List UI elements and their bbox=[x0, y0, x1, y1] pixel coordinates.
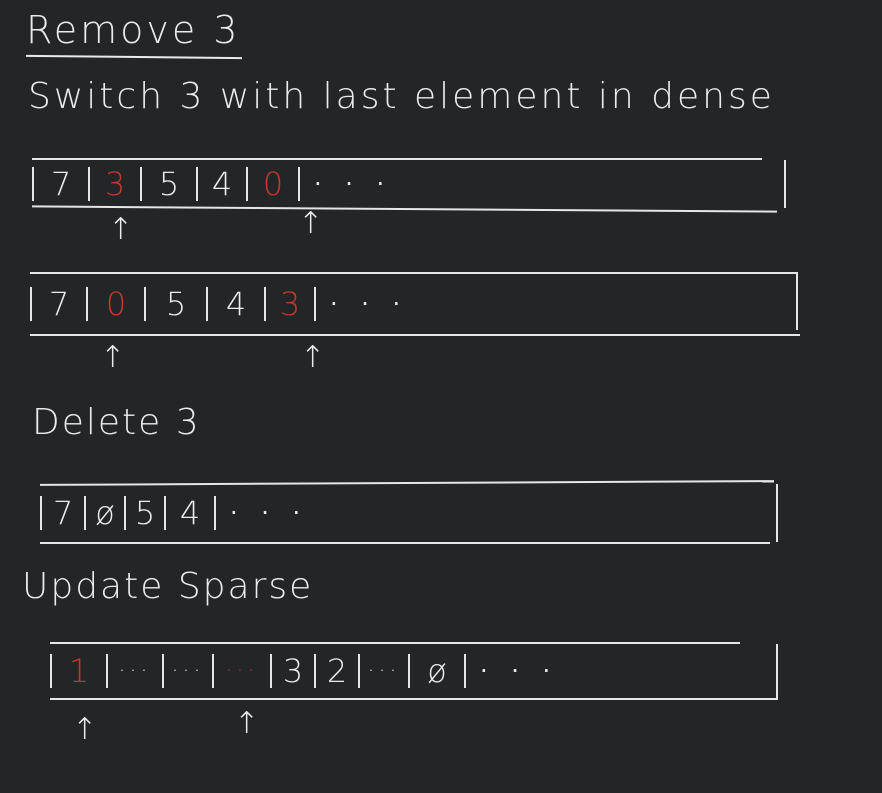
title-underline bbox=[25, 54, 243, 60]
title: Remove 3 bbox=[26, 8, 241, 52]
ellipsis: · · · bbox=[480, 657, 559, 685]
array-cell: 7 bbox=[32, 165, 88, 203]
cell-separator bbox=[314, 287, 316, 321]
array-cell: 3 bbox=[88, 165, 140, 203]
array-cell: ø bbox=[84, 494, 124, 532]
subtitle: Switch 3 with last element in dense bbox=[28, 76, 775, 117]
arrow-icon: ↑ bbox=[300, 340, 326, 375]
cell-separator bbox=[214, 496, 216, 530]
arrow-icon: ↑ bbox=[72, 712, 98, 747]
ellipsis: · · · bbox=[330, 290, 409, 318]
array-cell: 0 bbox=[86, 285, 144, 323]
arrow-icon: ↑ bbox=[298, 206, 324, 241]
array-cell: ··· bbox=[162, 654, 212, 688]
array-cell: 0 bbox=[246, 165, 298, 203]
array-cell: 4 bbox=[206, 285, 264, 323]
array-cell: ··· bbox=[358, 654, 408, 688]
arrow-icon: ↑ bbox=[234, 706, 260, 741]
array-cell: 5 bbox=[140, 165, 196, 203]
array-cell: 2 bbox=[314, 652, 358, 690]
array-cell: 7 bbox=[30, 285, 86, 323]
array-cell: 4 bbox=[196, 165, 246, 203]
arrow-icon: ↑ bbox=[108, 212, 134, 247]
update-label: Update Sparse bbox=[22, 566, 314, 607]
delete-label: Delete 3 bbox=[32, 402, 201, 443]
array-cell: 5 bbox=[144, 285, 206, 323]
ellipsis: · · · bbox=[230, 499, 309, 527]
array-cell: 7 bbox=[40, 494, 84, 532]
array-cell: ø bbox=[408, 652, 464, 690]
array-cell: 1 bbox=[50, 652, 106, 690]
array-cell: ··· bbox=[212, 654, 270, 688]
ellipsis: · · · bbox=[314, 170, 393, 198]
array-cell: 3 bbox=[270, 652, 314, 690]
array-cell: 4 bbox=[164, 494, 214, 532]
array-cell: 3 bbox=[264, 285, 314, 323]
array-cell: ··· bbox=[106, 654, 162, 688]
arrow-icon: ↑ bbox=[100, 340, 126, 375]
array-cell: 5 bbox=[124, 494, 164, 532]
cell-separator bbox=[464, 654, 466, 688]
cell-separator bbox=[298, 167, 300, 201]
